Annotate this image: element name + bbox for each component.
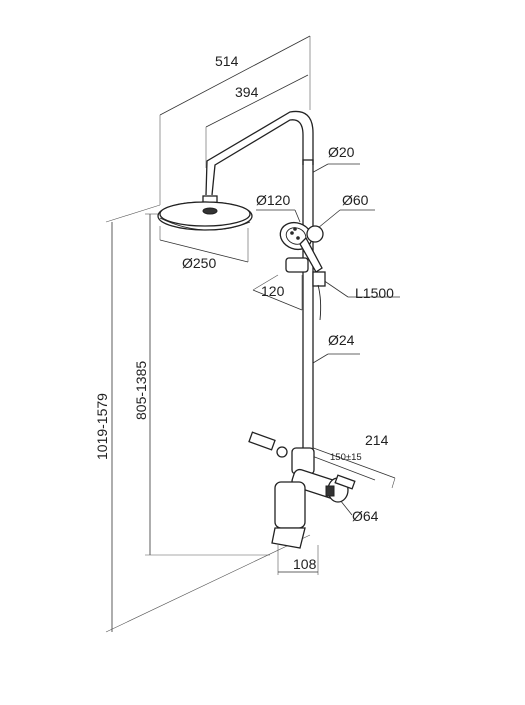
overhead-shower-head — [157, 195, 253, 231]
dim-label-d250: Ø250 — [182, 255, 216, 271]
dimension-l1500: L1500 — [322, 279, 400, 301]
dimension-d24: Ø24 — [307, 332, 360, 367]
dimension-1019-1579: 1019-1579 — [94, 204, 311, 633]
dim-label-108: 108 — [293, 556, 317, 572]
dim-label-394: 394 — [235, 84, 259, 100]
dimension-150: 150±15 — [311, 452, 376, 481]
dimension-d20: Ø20 — [307, 144, 360, 176]
dimension-394: 394 — [205, 74, 309, 168]
dim-label-d64: Ø64 — [352, 508, 379, 524]
dimension-d250: Ø250 — [159, 226, 249, 271]
dim-label-l1500: L1500 — [355, 285, 394, 301]
dim-label-214: 214 — [365, 432, 389, 448]
dimension-d120: Ø120 — [256, 192, 301, 223]
dim-label-d20: Ø20 — [328, 144, 355, 160]
dim-label-1019-1579: 1019-1579 — [94, 393, 110, 460]
dim-label-120: 120 — [261, 283, 285, 299]
dim-label-805-1385: 805-1385 — [133, 361, 149, 420]
dim-label-150: 150±15 — [330, 452, 362, 463]
dimension-d60: Ø60 — [317, 192, 375, 229]
dimension-514: 514 — [159, 35, 311, 205]
dimension-214: 214 — [299, 432, 396, 489]
wall-connectors — [248, 431, 356, 490]
hand-shower-holder — [285, 225, 326, 287]
dimension-805-1385: 805-1385 — [133, 213, 270, 556]
thermostatic-mixer — [291, 447, 349, 503]
dimension-d64: Ø64 — [339, 499, 379, 524]
dim-label-514: 514 — [215, 53, 239, 69]
dim-label-d60: Ø60 — [342, 192, 369, 208]
shower-hose — [317, 284, 322, 321]
dim-label-d120: Ø120 — [256, 192, 290, 208]
bath-spout — [271, 481, 306, 549]
dimension-108: 108 — [277, 545, 319, 575]
dim-label-d24: Ø24 — [328, 332, 355, 348]
riser-pipe — [205, 110, 314, 451]
dimension-120: 120 — [252, 274, 303, 311]
